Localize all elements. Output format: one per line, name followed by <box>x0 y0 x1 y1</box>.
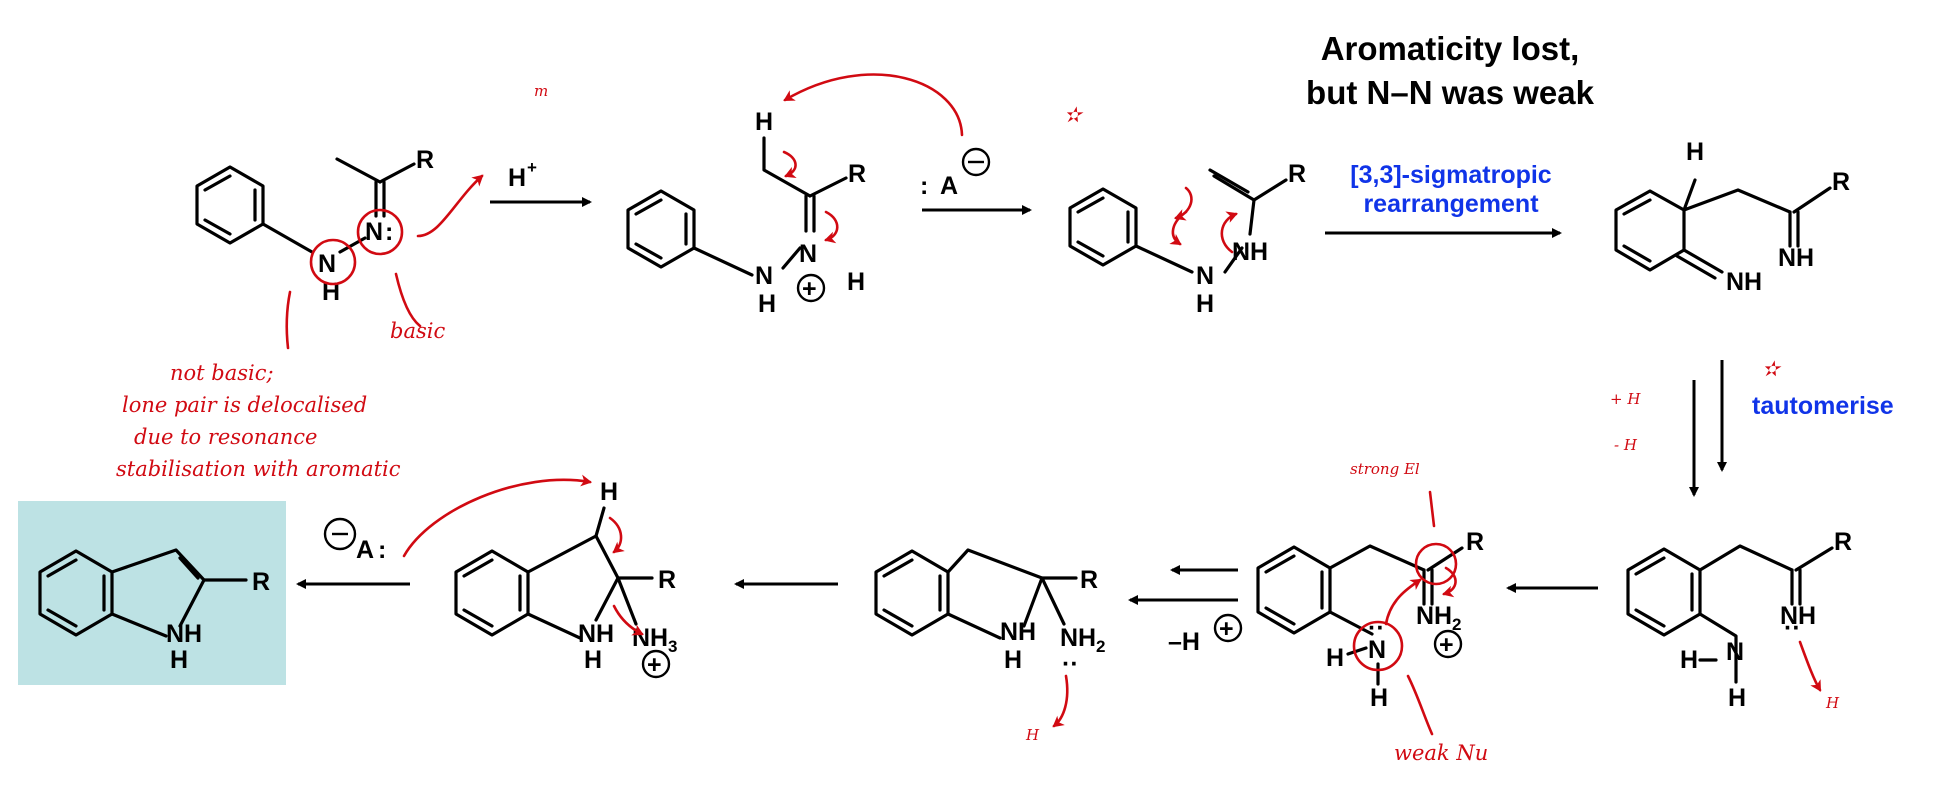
molecule-enehydrazine: N H NH R <box>1068 160 1306 318</box>
svg-text:R: R <box>252 568 270 596</box>
svg-text:H: H <box>1326 644 1344 672</box>
svg-text:R: R <box>1288 160 1306 188</box>
svg-text:+: + <box>802 275 817 303</box>
svg-text:··: ·· <box>1062 650 1079 678</box>
svg-text:H: H <box>1004 646 1022 674</box>
svg-text:H: H <box>1680 646 1698 674</box>
svg-text:H: H <box>755 108 773 136</box>
svg-text:··: ·· <box>1784 614 1801 642</box>
svg-text:+ H: + H <box>1610 390 1641 408</box>
svg-text:NH: NH <box>1726 268 1762 296</box>
note-m: m <box>534 82 548 100</box>
svg-text:R: R <box>1080 566 1098 594</box>
svg-text:NH: NH <box>1000 618 1036 646</box>
svg-text:··: ·· <box>1368 614 1385 642</box>
svg-text:A: A <box>356 536 374 564</box>
svg-text:N: N <box>318 250 336 278</box>
svg-text:+: + <box>527 158 537 177</box>
svg-text:3: 3 <box>668 637 677 656</box>
svg-text:NH: NH <box>1060 624 1096 652</box>
svg-text:NH: NH <box>1778 244 1814 272</box>
svg-text:NH: NH <box>1416 602 1452 630</box>
title-line-2: but N–N was weak <box>1306 74 1595 111</box>
note-basic: basic <box>390 319 445 343</box>
svg-text:H: H <box>1728 684 1746 712</box>
svg-text:N: N <box>755 262 773 290</box>
svg-text:+: + <box>647 651 662 679</box>
svg-text:+: + <box>1439 631 1454 659</box>
svg-text:H: H <box>1825 694 1840 712</box>
svg-text:A: A <box>940 172 958 200</box>
svg-text:H: H <box>600 478 618 506</box>
note-not-basic-3: due to resonance <box>134 425 317 449</box>
svg-text:NH: NH <box>1232 238 1268 266</box>
molecule-iminium: NH 2 R N H H ·· + <box>1256 528 1484 712</box>
svg-text:NH: NH <box>578 620 614 648</box>
note-not-basic-2: lone pair is delocalised <box>122 393 367 417</box>
star-1: ✫ <box>1064 103 1084 127</box>
svg-text:2: 2 <box>1096 637 1105 656</box>
svg-text:weak Nu: weak Nu <box>1394 741 1488 765</box>
sigmatropic-label-2: rearrangement <box>1363 190 1539 218</box>
svg-text:–H: –H <box>1168 628 1200 656</box>
svg-text:NH: NH <box>166 620 202 648</box>
svg-text:R: R <box>1834 528 1852 556</box>
svg-text:N: N <box>365 218 383 246</box>
svg-text:H: H <box>1686 138 1704 166</box>
svg-text:H: H <box>508 164 526 192</box>
svg-text:R: R <box>1466 528 1484 556</box>
svg-text:NH: NH <box>632 624 668 652</box>
sigmatropic-label-1: [3,3]-sigmatropic <box>1350 161 1552 189</box>
molecule-hydrazone: N H N : R <box>195 146 434 306</box>
note-not-basic-4: stabilisation with aromatic <box>116 457 401 481</box>
note-not-basic-1: not basic; <box>170 361 274 385</box>
highlight-n <box>356 208 404 256</box>
svg-text:2: 2 <box>1452 615 1461 634</box>
svg-text::: : <box>385 218 393 246</box>
svg-text:H: H <box>584 646 602 674</box>
tautomerise-label: tautomerise <box>1752 392 1894 420</box>
molecule-aminoimine: NH R N H H ·· <box>1626 528 1852 712</box>
svg-text:H: H <box>170 646 188 674</box>
molecule-aminoindoline: NH H R NH 2 ·· <box>874 548 1105 678</box>
molecule-indole-product: NH H R <box>38 548 270 674</box>
highlight-nh <box>309 238 357 286</box>
svg-text:R: R <box>848 160 866 188</box>
title-line-1: Aromaticity lost, <box>1321 30 1580 67</box>
svg-text:- H: - H <box>1614 436 1638 454</box>
molecule-diimine: H NH NH R <box>1614 138 1850 296</box>
svg-text:R: R <box>416 146 434 174</box>
svg-text:strong El: strong El <box>1350 460 1420 478</box>
svg-text:H: H <box>1370 684 1388 712</box>
svg-text:N: N <box>1196 262 1214 290</box>
product-highlight-box <box>18 501 286 685</box>
molecule-protonated-indoline: NH H H R NH 3 + <box>454 478 677 679</box>
svg-text:NH: NH <box>1780 602 1816 630</box>
svg-text::: : <box>378 536 386 564</box>
svg-text::: : <box>920 172 928 200</box>
svg-text:R: R <box>658 566 676 594</box>
svg-text:N: N <box>1368 636 1386 664</box>
svg-text:H: H <box>847 268 865 296</box>
svg-text:H: H <box>758 290 776 318</box>
svg-text:R: R <box>1832 168 1850 196</box>
molecule-protonated: N H N H H R + <box>626 108 866 318</box>
svg-text:H: H <box>1025 726 1040 744</box>
svg-text:+: + <box>1219 615 1234 643</box>
star-2: ✫ <box>1762 357 1782 381</box>
svg-text:H: H <box>1196 290 1214 318</box>
svg-text:N: N <box>799 240 817 268</box>
svg-text:N: N <box>1726 638 1744 666</box>
